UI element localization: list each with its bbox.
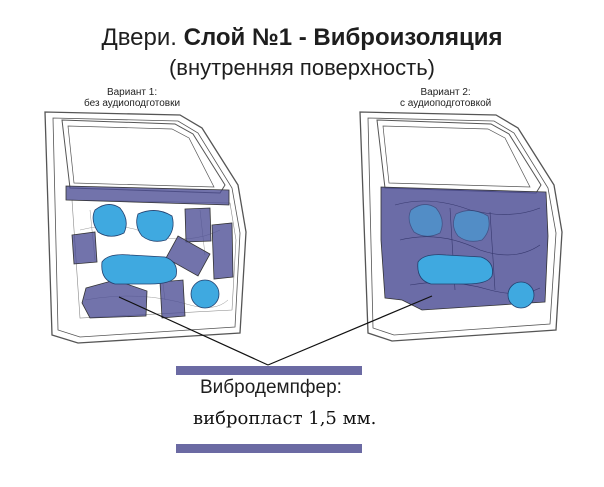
legend-material: вибропласт 1,5 мм.	[193, 408, 377, 429]
door-1-cutouts	[92, 204, 220, 309]
variant-1-desc: без аудиоподготовки	[84, 98, 181, 109]
variant-1-label: Вариант 1: без аудиоподготовки	[84, 87, 180, 109]
variant-2-desc: с аудиоподготовкой	[400, 98, 492, 109]
legend-swatch-top	[176, 366, 362, 375]
door-1-damper-patches	[65, 185, 234, 319]
variant-1-title: Вариант 1:	[106, 87, 158, 98]
legend-swatch-bottom	[176, 444, 362, 453]
page-subtitle: (внутренняя поверхность)	[168, 55, 435, 80]
legend-label: Вибродемпфер:	[200, 377, 342, 398]
legend-pointer-lines	[118, 295, 433, 366]
title-prefix: Двери.	[101, 24, 177, 51]
variant-2-title: Вариант 2:	[420, 87, 471, 98]
door-2-cutouts	[408, 204, 535, 309]
page-title: Двери. Слой №1 - Виброизоляция	[0, 24, 604, 52]
variant-2-label: Вариант 2: с аудиоподготовкой	[400, 87, 491, 109]
title-main: Слой №1 - Виброизоляция	[183, 24, 503, 51]
